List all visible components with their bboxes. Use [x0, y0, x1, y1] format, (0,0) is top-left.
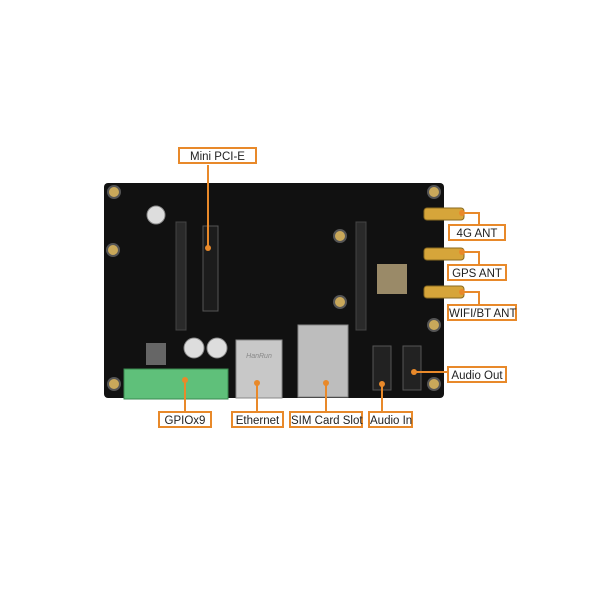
- capacitor: [206, 337, 228, 359]
- label-4g-ant: 4G ANT: [448, 224, 506, 241]
- sim-card-slot: [297, 324, 349, 398]
- label-gps-ant: GPS ANT: [447, 264, 507, 281]
- label-ethernet: Ethernet: [231, 411, 284, 428]
- inductor: [146, 343, 166, 365]
- leader-dots: [182, 210, 465, 387]
- ethernet-jack: [235, 339, 283, 399]
- label-audio-in: Audio In: [368, 411, 413, 428]
- wifi-bt-module: [377, 264, 407, 294]
- pin-header-left: [175, 221, 187, 331]
- label-gpio: GPIOx9: [158, 411, 212, 428]
- capacitor: [146, 205, 166, 225]
- label-sim-card-slot: SIM Card Slot: [289, 411, 363, 428]
- capacitor: [183, 337, 205, 359]
- antenna-connectors: [423, 207, 465, 299]
- gpio-terminal-block: [123, 368, 229, 400]
- label-mini-pcie: Mini PCI-E: [178, 147, 257, 164]
- mini-pcie-slot: [202, 225, 219, 312]
- pin-header-right: [355, 221, 367, 331]
- label-wifi-bt-ant: WIFI/BT ANT: [447, 304, 517, 321]
- ethernet-jack-marking: HanRun: [246, 353, 272, 360]
- label-audio-out: Audio Out: [447, 366, 507, 383]
- mounting-holes: [106, 185, 441, 391]
- audio-out-jack: [402, 345, 422, 391]
- leader-lines: [184, 165, 480, 411]
